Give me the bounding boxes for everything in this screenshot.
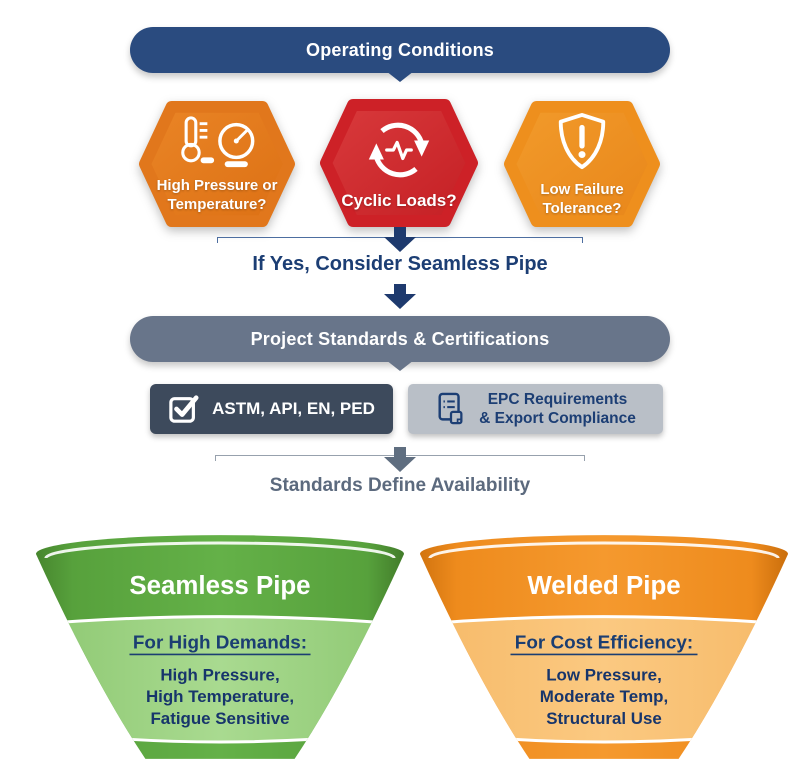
standards-box-label: ASTM, API, EN, PED xyxy=(212,399,375,418)
checkbox-icon xyxy=(169,395,199,423)
funnel-item: Fatigue Sensitive xyxy=(150,709,289,728)
hexagon-label: Cyclic Loads? xyxy=(341,191,457,210)
operating-conditions-banner: Operating Conditions xyxy=(130,27,670,73)
hexagon-label: High Pressure or Temperature? xyxy=(156,176,278,213)
hexagon-high-pressure: High Pressure or Temperature? xyxy=(138,100,296,228)
decision-note: If Yes, Consider Seamless Pipe xyxy=(252,253,548,275)
standards-pill-pointer xyxy=(386,360,414,371)
standards-pill-label: Project Standards & Certifications xyxy=(250,328,550,349)
hexagon-label: Low Failure Tolerance? xyxy=(540,180,624,217)
funnel-item: High Temperature, xyxy=(146,687,294,706)
down-arrow-icon xyxy=(384,227,416,252)
funnel-title: Seamless Pipe xyxy=(129,572,310,600)
hexagon-shape xyxy=(503,100,661,228)
cyclic-loads-icon xyxy=(368,122,430,178)
down-arrow-icon xyxy=(384,284,416,309)
banner-pointer xyxy=(386,71,414,82)
thermometer-gauge-icon xyxy=(181,115,255,167)
seamless-pipe-funnel: Seamless Pipe For High Demands: High Pre… xyxy=(35,535,405,759)
funnel-item: Moderate Temp, xyxy=(540,687,668,706)
document-icon xyxy=(438,392,463,425)
standards-box-astm: ASTM, API, EN, PED xyxy=(150,384,393,434)
standards-box-label: EPC Requirements & Export Compliance xyxy=(479,391,636,427)
funnel-title: Welded Pipe xyxy=(527,572,680,600)
availability-note: Standards Define Availability xyxy=(269,475,531,496)
banner-label: Operating Conditions xyxy=(306,39,494,60)
down-arrow-icon xyxy=(384,447,416,472)
hexagon-cyclic-loads: Cyclic Loads? xyxy=(319,98,479,228)
funnel-item: Structural Use xyxy=(546,709,662,728)
standards-box-epc: EPC Requirements & Export Compliance xyxy=(408,384,663,434)
hexagon-shape xyxy=(320,99,478,227)
standards-pill: Project Standards & Certifications xyxy=(130,316,670,362)
welded-pipe-funnel: Welded Pipe For Cost Efficiency: Low Pre… xyxy=(419,535,789,759)
funnel-item: High Pressure, xyxy=(160,665,279,684)
funnel-item: Low Pressure, xyxy=(546,665,662,684)
hexagon-low-failure: Low Failure Tolerance? xyxy=(503,100,661,228)
funnel-subtitle: For High Demands: xyxy=(133,632,307,653)
funnel-subtitle: For Cost Efficiency: xyxy=(515,632,693,653)
shield-alert-icon xyxy=(558,112,606,169)
